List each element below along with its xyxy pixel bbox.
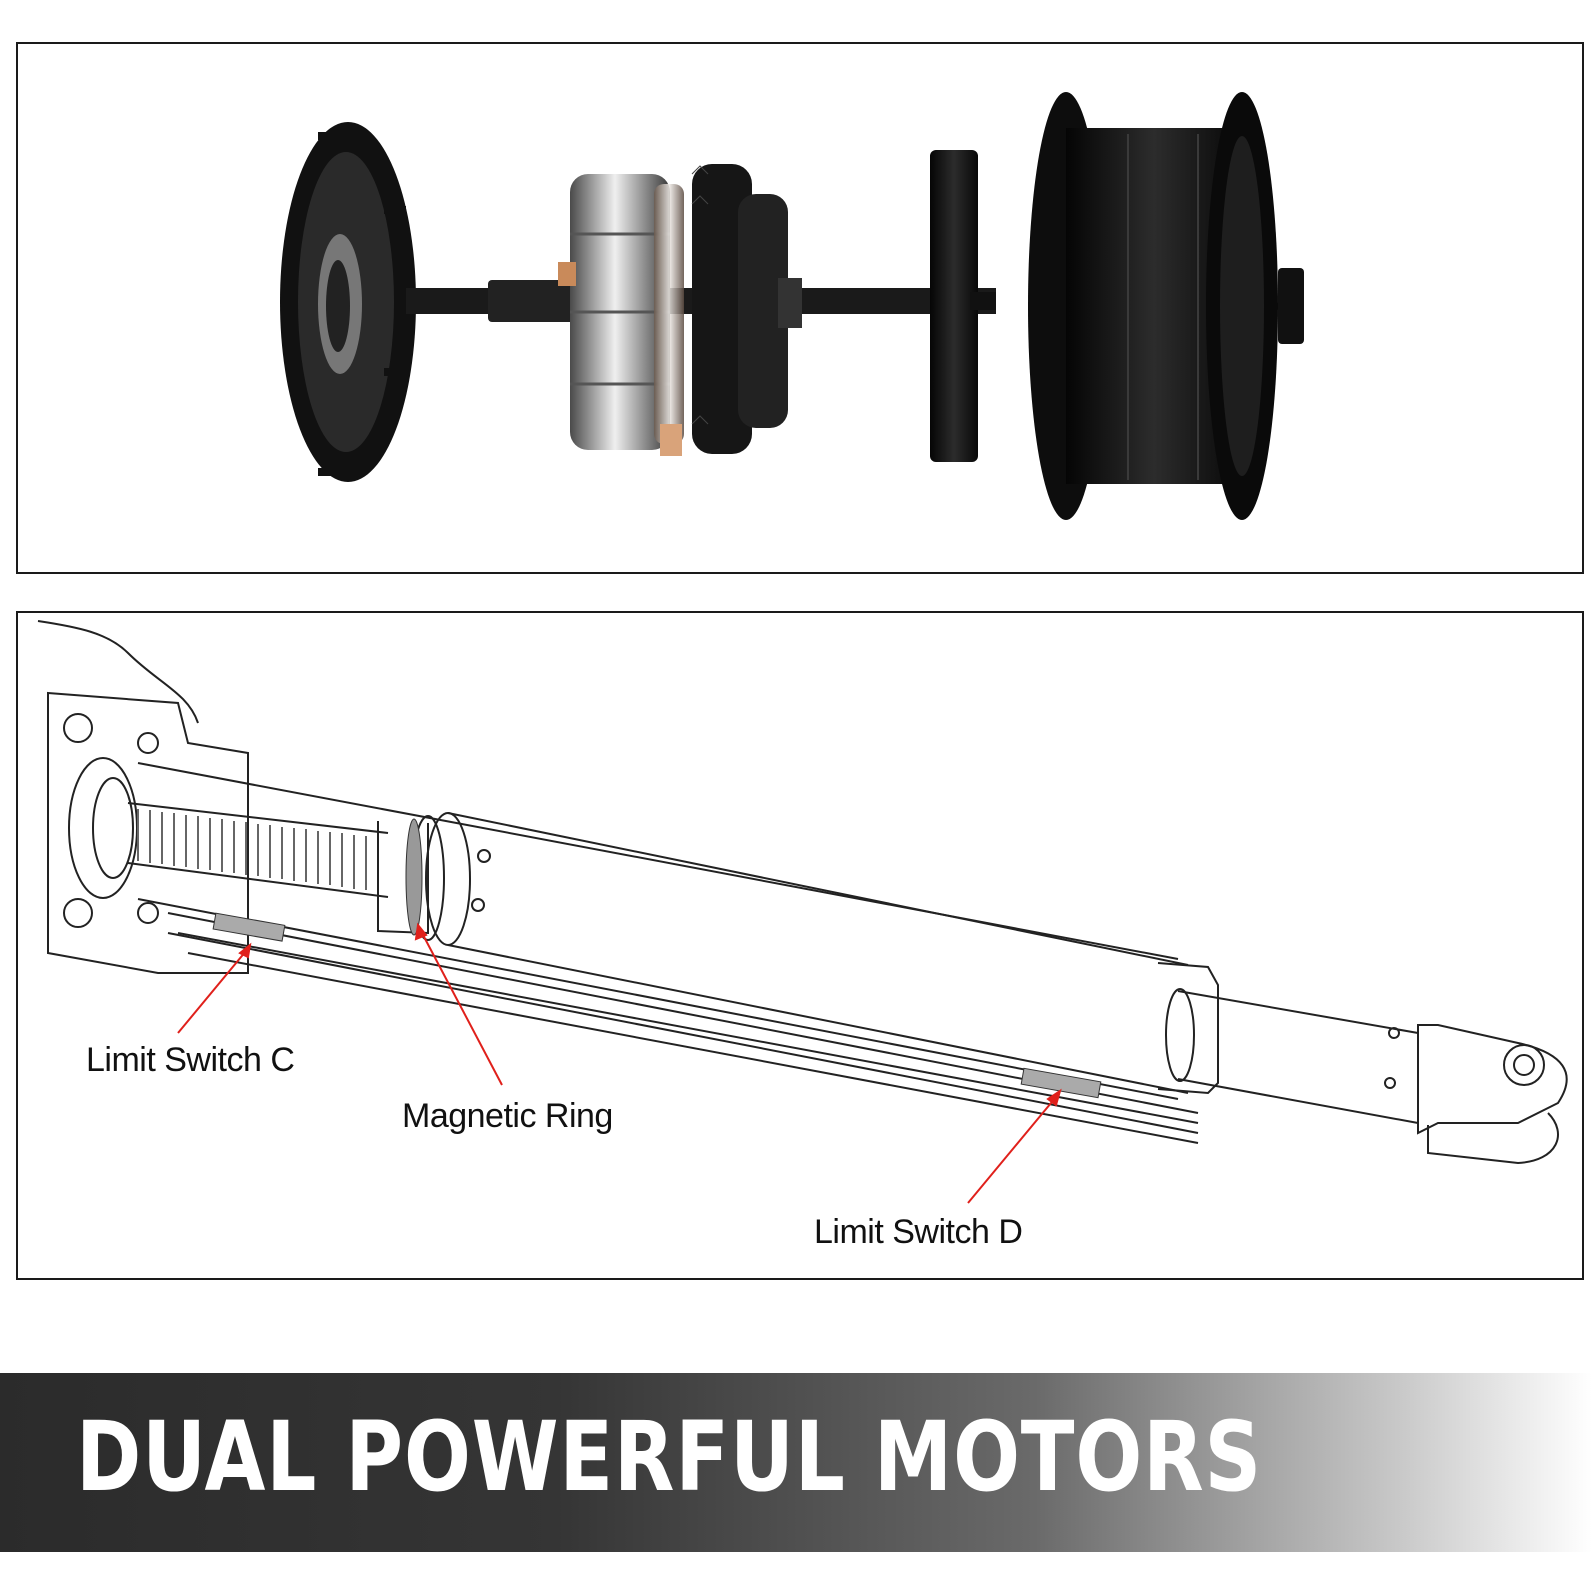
motor-exploded-illustration [280,92,1304,520]
banner-title: DUAL POWERFUL MOTORS [76,1401,1263,1513]
label-magnetic-ring: Magnetic Ring [402,1097,613,1135]
arrow-limit-switch-d [967,1096,1057,1204]
stator [558,174,684,456]
hand-outline [37,620,199,724]
actuator-line-drawing [37,620,1568,1204]
end-cap [280,122,416,482]
ring-magnet [930,150,996,462]
motor-hub [1028,92,1304,520]
label-limit-switch-c: Limit Switch C [86,1041,295,1079]
lead-screw-threads [137,809,367,890]
title-banner: DUAL POWERFUL MOTORS [0,1373,1592,1552]
actuator-diagram-panel: Limit Switch C Magnetic Ring Limit Switc… [16,611,1584,1280]
arrow-limit-switch-c [177,950,247,1034]
motor-exploded-view-panel [16,42,1584,574]
limit-switch-c-part [212,912,286,942]
magnetic-ring [405,818,423,936]
planetary-gear [691,164,802,454]
arrow-magnetic-ring [421,932,503,1086]
label-limit-switch-d: Limit Switch D [814,1213,1023,1251]
